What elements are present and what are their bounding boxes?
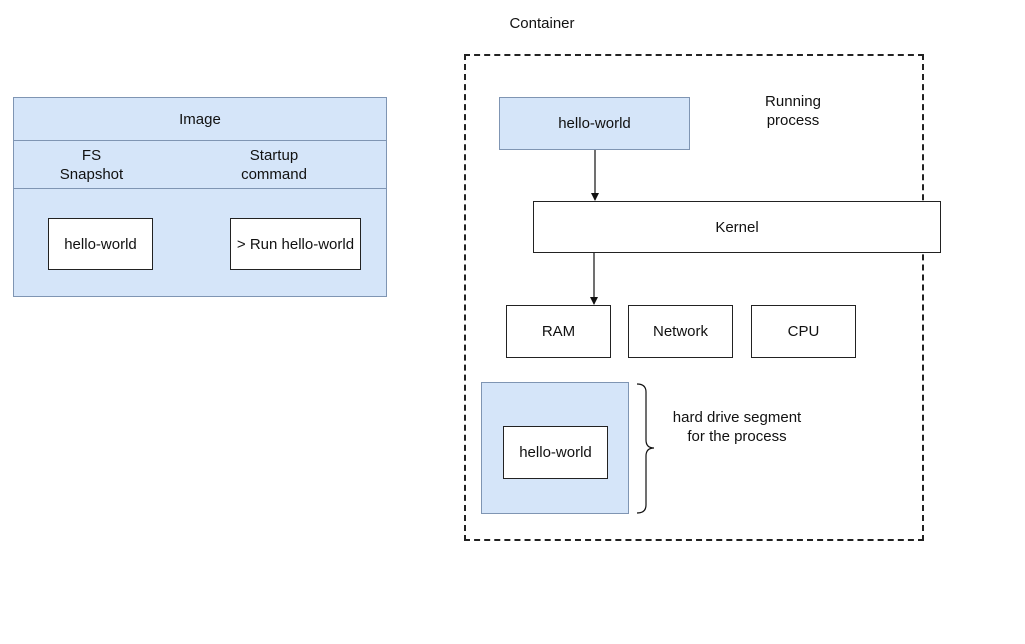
process-hello-world-box: hello-world bbox=[499, 97, 690, 150]
image-column-header-row: FS Snapshot Startup command bbox=[13, 140, 387, 189]
disk-hello-world-box: hello-world bbox=[503, 426, 608, 479]
network-box: Network bbox=[628, 305, 733, 358]
fs-snapshot-hello-world-box: hello-world bbox=[48, 218, 153, 270]
hard-drive-segment-label: hard drive segment for the process bbox=[672, 409, 802, 445]
cpu-box: CPU bbox=[751, 305, 856, 358]
running-process-label: Running process bbox=[765, 93, 821, 129]
fs-snapshot-header: FS Snapshot bbox=[59, 146, 124, 183]
container-frame bbox=[464, 54, 924, 541]
ram-box: RAM bbox=[506, 305, 611, 358]
startup-command-header: Startup command bbox=[241, 146, 307, 183]
curly-brace bbox=[636, 383, 655, 514]
startup-command-box: > Run hello-world bbox=[230, 218, 361, 270]
image-title: Image bbox=[13, 97, 387, 141]
container-title: Container bbox=[509, 14, 575, 32]
kernel-box: Kernel bbox=[533, 201, 941, 253]
